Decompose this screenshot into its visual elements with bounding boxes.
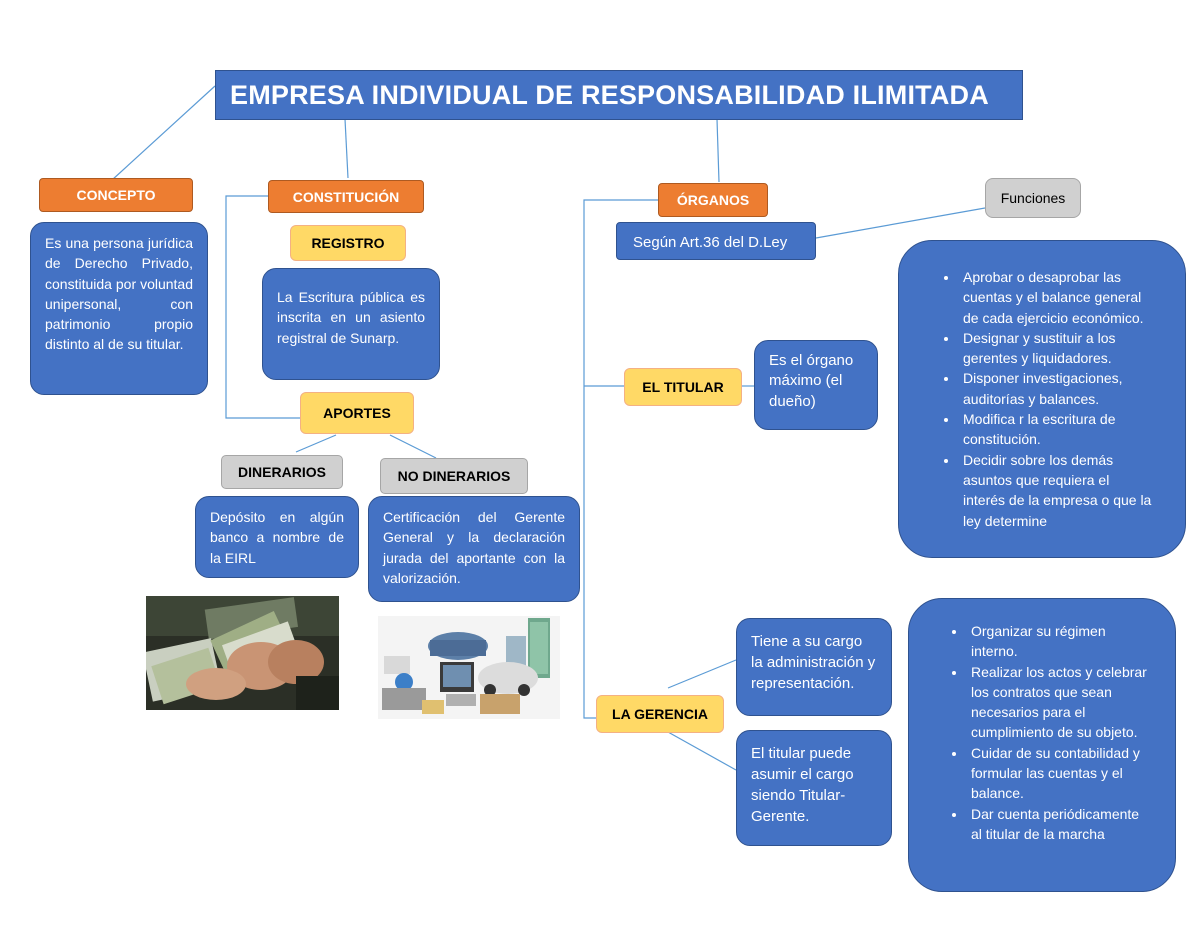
function-item: Modifica r la escritura de constitución. — [959, 409, 1155, 450]
titular-box: Es el órgano máximo (el dueño) — [754, 340, 878, 430]
gerencia-funciones-box: Organizar su régimen interno.Realizar lo… — [908, 598, 1176, 892]
dinerarios-label: DINERARIOS — [221, 455, 343, 489]
function-item: Designar y sustituir a los gerentes y li… — [959, 328, 1155, 369]
source-box: Según Art.36 del D.Ley — [616, 222, 816, 260]
titular-label: EL TITULAR — [624, 368, 742, 406]
gerencia-funciones-list: Organizar su régimen interno.Realizar lo… — [929, 621, 1149, 844]
gerencia-box-2: El titular puede asumir el cargo siendo … — [736, 730, 892, 846]
function-item: Dar cuenta periódicamente al titular de … — [967, 804, 1149, 845]
no-dinerarios-box: Certificación del Gerente General y la d… — [368, 496, 580, 602]
organos-label: ÓRGANOS — [658, 183, 768, 217]
registro-box: La Escritura pública es inscrita en un a… — [262, 268, 440, 380]
constitucion-label: CONSTITUCIÓN — [268, 180, 424, 213]
aportes-label: APORTES — [300, 392, 414, 434]
no-dinerarios-label: NO DINERARIOS — [380, 458, 528, 494]
money-photo — [146, 596, 339, 710]
titular-funciones-list: Aprobar o desaprobar las cuentas y el ba… — [921, 267, 1155, 531]
function-item: Disponer investigaciones, auditorías y b… — [959, 368, 1155, 409]
function-item: Realizar los actos y celebrar los contra… — [967, 662, 1149, 743]
dinerarios-box: Depósito en algún banco a nombre de la E… — [195, 496, 359, 578]
function-item: Cuidar de su contabilidad y formular las… — [967, 743, 1149, 804]
concepto-label: CONCEPTO — [39, 178, 193, 212]
function-item: Decidir sobre los demás asuntos que requ… — [959, 450, 1155, 531]
titular-funciones-box: Aprobar o desaprobar las cuentas y el ba… — [898, 240, 1186, 558]
gerencia-box-1: Tiene a su cargo la administración y rep… — [736, 618, 892, 716]
gerencia-label: LA GERENCIA — [596, 695, 724, 733]
function-item: Aprobar o desaprobar las cuentas y el ba… — [959, 267, 1155, 328]
concepto-box: Es una persona jurídica de Derecho Priva… — [30, 222, 208, 395]
page-title: EMPRESA INDIVIDUAL DE RESPONSABILIDAD IL… — [215, 70, 1023, 120]
assets-collage — [378, 616, 560, 719]
funciones-label: Funciones — [985, 178, 1081, 218]
registro-label: REGISTRO — [290, 225, 406, 261]
function-item: Organizar su régimen interno. — [967, 621, 1149, 662]
